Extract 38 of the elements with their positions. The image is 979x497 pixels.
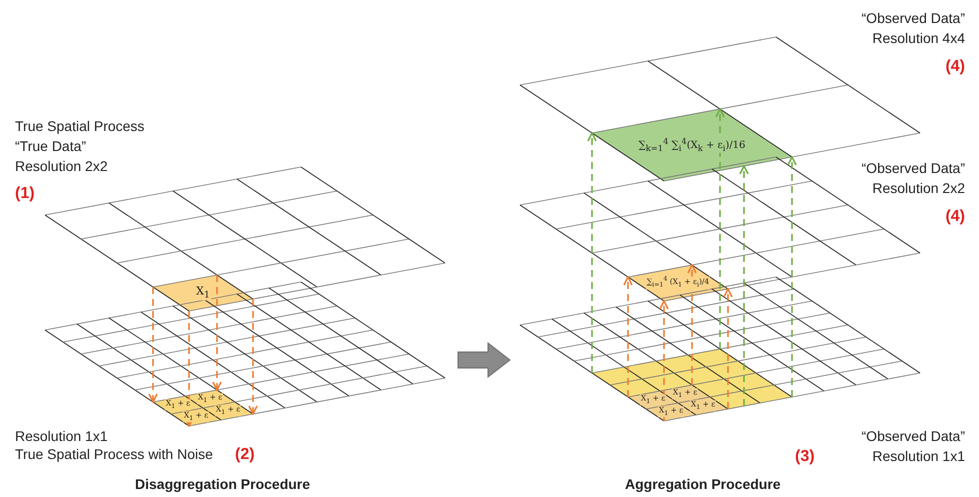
step-number: (4) xyxy=(945,208,965,225)
layer-caption: Resolution 4x4 xyxy=(872,30,965,47)
step-number: (1) xyxy=(15,185,35,202)
highlighted-cell xyxy=(628,385,728,421)
formula: ∑$_{k=1}$$^{4}$ ∑$_{i}$$^{4}$(X$_{k}$ + ε$_{i}$)/16 xyxy=(638,136,746,154)
layer-caption: “Observed Data” xyxy=(862,10,965,27)
step-number: (4) xyxy=(945,58,965,75)
arrow xyxy=(723,288,733,409)
highlighted-cell xyxy=(153,275,253,311)
highlighted-cell xyxy=(628,265,728,301)
arrow xyxy=(739,165,749,406)
layer-caption: “True Data” xyxy=(15,138,86,155)
highlighted-cell xyxy=(592,349,792,421)
highlighted-cell xyxy=(592,109,792,181)
arrow xyxy=(787,156,797,397)
layer-caption: “Observed Data” xyxy=(862,428,965,445)
step-number: (2) xyxy=(235,446,255,463)
section-title: Disaggregation Procedure xyxy=(135,476,310,493)
arrow xyxy=(687,264,697,385)
layer-caption: “Observed Data” xyxy=(862,160,965,177)
highlighted-cell xyxy=(153,390,253,426)
layer-caption: True Spatial Process with Noise xyxy=(15,446,213,463)
arrow xyxy=(248,299,258,415)
step-number: (3) xyxy=(795,448,815,465)
section-title: Aggregation Procedure xyxy=(625,476,781,493)
arrow xyxy=(623,276,633,397)
arrow xyxy=(587,132,597,373)
layer-caption: True Spatial Process xyxy=(15,118,144,135)
layer-caption: Resolution 2x2 xyxy=(872,180,965,197)
arrow xyxy=(212,275,222,391)
arrow xyxy=(184,311,194,427)
formula: X$_{1}$ xyxy=(195,285,211,301)
layer-caption: Resolution 1x1 xyxy=(15,428,108,445)
arrow xyxy=(659,300,669,421)
layer-caption: Resolution 1x1 xyxy=(872,448,965,465)
arrow xyxy=(715,108,725,349)
layer-caption: Resolution 2x2 xyxy=(15,158,108,175)
arrow xyxy=(148,287,158,403)
